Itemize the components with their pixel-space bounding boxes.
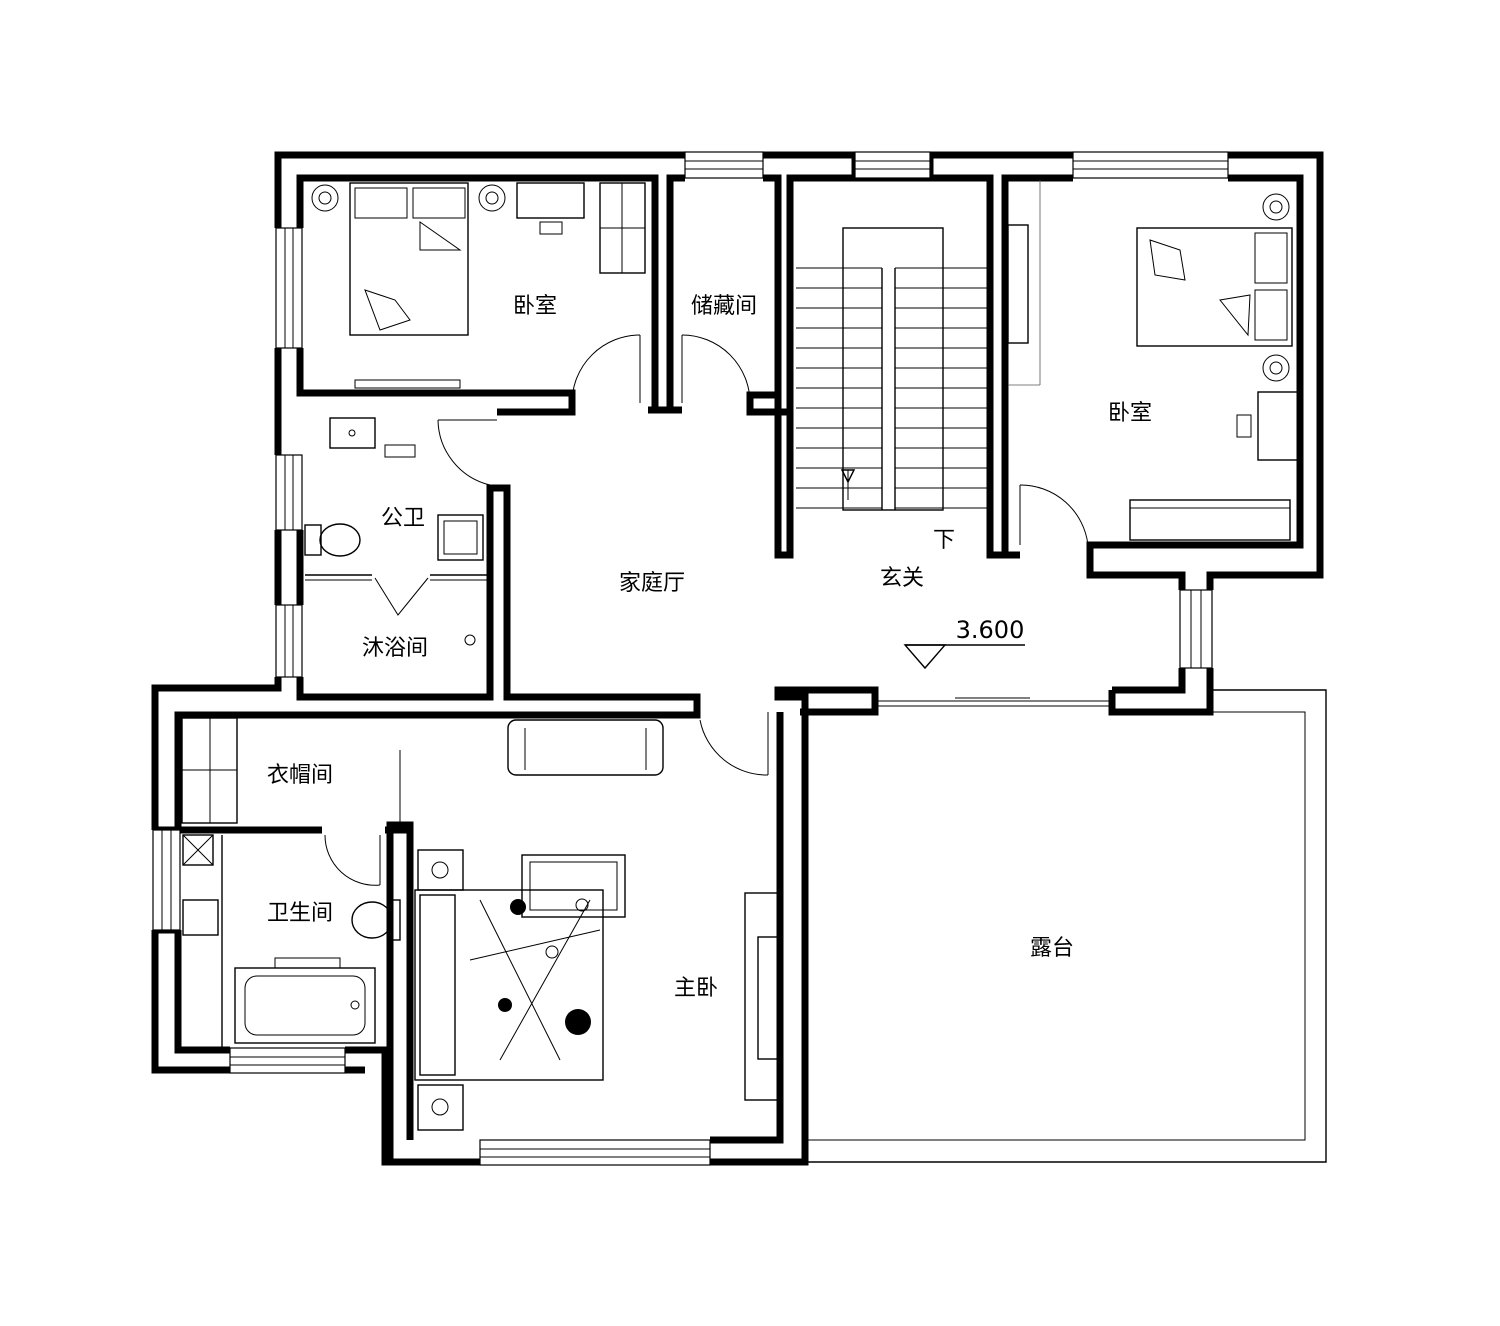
label-master-bedroom: 主卧 [674, 976, 718, 1001]
terrace-railing [805, 689, 1327, 1163]
room-labels: 卧室 储藏间 卧室 公卫 沐浴间 家庭厅 玄关 下 衣帽间 卫生间 主卧 露台 … [267, 294, 1152, 1001]
furniture-nw-bedroom [311, 182, 646, 389]
furniture-cloakroom [181, 717, 401, 825]
label-stair-down: 下 [933, 528, 955, 553]
furniture-public-wc [304, 417, 490, 646]
label-cloakroom: 衣帽间 [267, 763, 333, 788]
label-public-wc: 公卫 [381, 506, 425, 531]
label-foyer: 玄关 [880, 566, 924, 591]
label-family-hall: 家庭厅 [619, 571, 685, 596]
level-mark [903, 644, 1025, 670]
doors [324, 334, 1089, 886]
label-bedroom-ne: 卧室 [1108, 401, 1152, 426]
label-shower: 沐浴间 [362, 636, 428, 661]
label-terrace: 露台 [1030, 936, 1074, 961]
label-storage: 储藏间 [691, 294, 757, 319]
level-mark-text: 3.600 [956, 616, 1025, 644]
label-bathroom: 卫生间 [267, 901, 333, 926]
windows [152, 151, 1229, 1166]
furniture-bathroom [182, 834, 401, 1050]
staircase [796, 227, 988, 511]
label-bedroom-nw: 卧室 [513, 294, 557, 319]
furniture-ne-bedroom [1007, 180, 1299, 541]
furniture-master-bedroom [414, 719, 779, 1131]
